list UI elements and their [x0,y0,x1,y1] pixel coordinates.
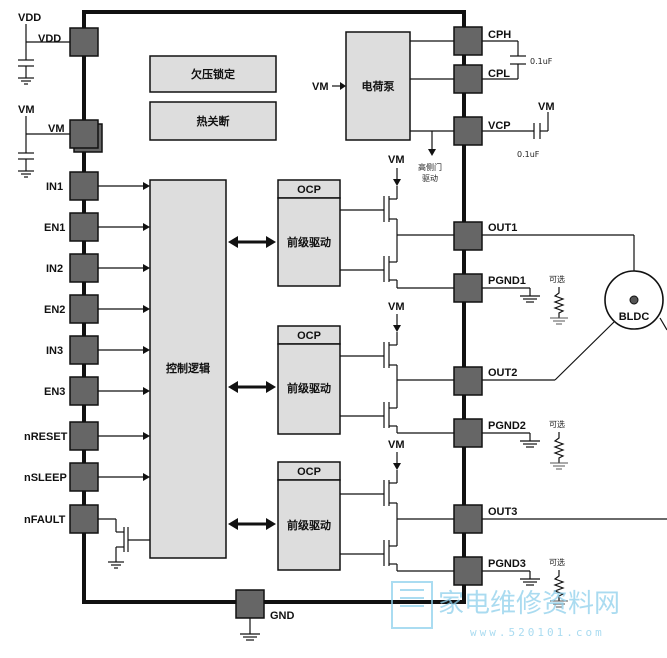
pin-nfault [69,504,99,534]
predriver-label-2: 前级驱动 [287,381,331,395]
pgnd1-ground: 可选 [482,274,568,325]
watermark-text: 家电维修资料网 [438,589,620,619]
pin-gnd-label: GND [270,610,295,622]
pin-en2-label: EN2 [44,304,65,316]
pin-in2 [69,253,99,283]
predriver-block-2 [277,343,341,435]
pin-vcp-label: VCP [488,120,511,132]
pin-out1 [453,221,483,251]
pgnd3-ground: 可选 [482,557,568,608]
pin-pgnd1-label: PGND1 [488,275,526,287]
pin-out3 [453,504,483,534]
optional-label-3: 可选 [549,557,565,567]
input-arrows [98,182,150,481]
pin-out1-label: OUT1 [488,222,517,234]
uvlo-block [149,55,277,93]
pin-in2-label: IN2 [46,263,63,275]
predriver-label-3: 前级驱动 [287,518,331,532]
uvlo-label: 欠压锁定 [191,67,235,81]
charge-pump-vm-label: VM [312,81,329,93]
predriver-block-3 [277,479,341,571]
pin-cpl-label: CPL [488,68,510,80]
cph-cpl-capacitor: 0.1uF [482,40,553,80]
bldc-motor-shaft-icon [629,295,639,305]
pin-pgnd2-label: PGND2 [488,420,526,432]
vcp-vm-label: VM [538,101,555,113]
pin-in3 [69,335,99,365]
pin-gnd [235,589,265,619]
cp-cap-value: 0.1uF [530,57,553,66]
pin-cpl [453,64,483,94]
pin-vdd [69,27,99,57]
pin-vcp [453,116,483,146]
pin-out2-label: OUT2 [488,367,517,379]
left-pins: VDD VM IN1 EN1 IN2 EN2 IN3 EN3 nRESET nS… [24,27,103,534]
pin-en3-label: EN3 [44,386,65,398]
control-logic-label: 控制逻辑 [166,361,210,375]
watermark-logo-icon [391,581,433,629]
pin-pgnd1 [453,273,483,303]
phase-2: OCP 前级驱动 VM [228,301,454,435]
pin-en1-label: EN1 [44,222,65,234]
pin-in1-label: IN1 [46,181,63,193]
thermal-shutdown-label: 热关断 [197,114,230,128]
phase-1: OCP 前级驱动 VM [228,154,454,289]
pin-pgnd2 [453,418,483,448]
pin-cph-label: CPH [488,29,511,41]
phase1-vm-label: VM [388,154,405,166]
optional-label-1: 可选 [549,274,565,284]
phase2-vm-label: VM [388,301,405,313]
highside-note-line2: 驱动 [422,173,438,183]
vm-supply: VM [18,104,70,178]
bldc-motor: BLDC [482,234,667,520]
pin-pgnd3 [453,556,483,586]
predriver-block-1 [277,197,341,287]
pin-nreset-label: nRESET [24,431,68,443]
pin-in3-label: IN3 [46,345,63,357]
vm-supply-label: VM [18,104,35,116]
pin-nsleep-label: nSLEEP [24,472,67,484]
control-logic-block [149,179,227,559]
pin-en3 [69,376,99,406]
pin-out2 [453,366,483,396]
optional-label-2: 可选 [549,419,565,429]
pin-in1 [69,171,99,201]
phase3-vm-label: VM [388,439,405,451]
charge-pump-block [345,31,411,141]
pin-vdd-label: VDD [38,33,61,45]
thermal-shutdown-block [149,101,277,141]
ocp-label-1: OCP [297,184,321,196]
nfault-transistor [98,518,150,569]
pin-out3-label: OUT3 [488,506,517,518]
vcp-cap-value: 0.1uF [517,150,540,159]
pin-en2 [69,294,99,324]
pin-nreset [69,421,99,451]
highside-note-line1: 高侧门 [418,162,442,172]
pin-cph [453,26,483,56]
charge-pump-label: 电荷泵 [362,79,395,93]
pin-vm-label: VM [48,123,65,135]
pin-en1 [69,212,99,242]
predriver-label-1: 前级驱动 [287,235,331,249]
pin-vm [69,119,99,149]
ocp-label-3: OCP [297,466,321,478]
pin-pgnd3-label: PGND3 [488,558,526,570]
vdd-supply: VDD [18,12,70,85]
watermark-url: www.520101.com [470,626,605,639]
bldc-label: BLDC [619,311,650,323]
vcp-capacitor: VM 0.1uF [482,101,555,159]
pgnd2-ground: 可选 [482,419,568,470]
pin-nfault-label: nFAULT [24,514,66,526]
vdd-supply-label: VDD [18,12,41,24]
pin-nsleep [69,462,99,492]
ocp-label-2: OCP [297,330,321,342]
watermark: 家电维修资料网 www.520101.com [391,581,620,639]
phase-3: OCP 前级驱动 VM [228,439,454,572]
